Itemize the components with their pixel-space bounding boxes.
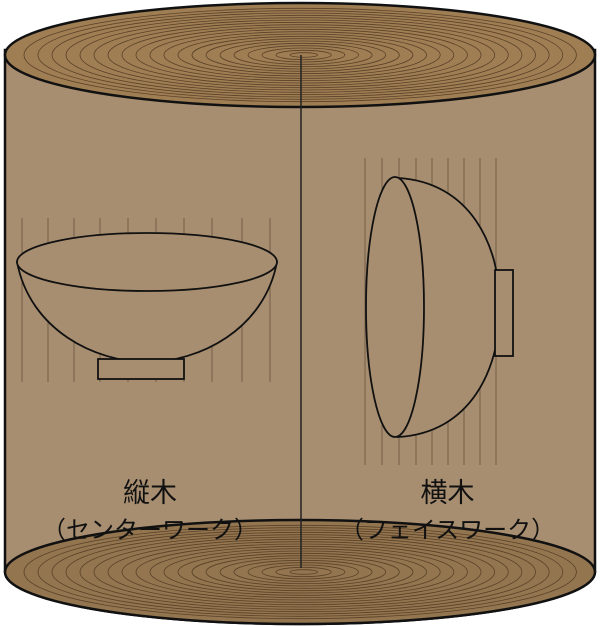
left-bowl-rim — [16, 232, 278, 292]
label-face-work: 横木 （フェイスワーク） — [305, 478, 590, 545]
annual-ring — [163, 31, 441, 79]
annual-ring — [191, 35, 414, 75]
label-left-sub: （センターワーク） — [42, 516, 258, 545]
right-bowl-rim — [365, 176, 425, 438]
annual-ring — [219, 557, 387, 587]
annual-ring — [191, 552, 414, 592]
annual-ring — [205, 555, 400, 589]
annual-ring — [177, 33, 427, 77]
annual-ring — [275, 49, 332, 61]
left-bowl — [15, 232, 279, 380]
annual-ring — [289, 52, 319, 58]
right-bowl-foot — [494, 269, 514, 357]
label-right-sub: （フェイスワーク） — [339, 516, 556, 545]
annual-ring — [205, 38, 400, 72]
annual-ring — [275, 566, 332, 578]
annual-ring — [247, 45, 359, 65]
right-bowl — [365, 176, 514, 438]
top-face — [3, 1, 597, 109]
annual-ring — [289, 569, 319, 575]
annual-ring — [233, 42, 373, 68]
annual-ring — [261, 47, 346, 63]
annual-ring — [219, 40, 387, 70]
label-right-main: 横木 — [420, 478, 475, 509]
left-bowl-foot — [97, 358, 185, 380]
annual-ring — [177, 550, 427, 594]
annual-ring — [23, 524, 577, 620]
label-center-work: 縦木 （センターワーク） — [10, 478, 290, 545]
annual-ring — [261, 564, 346, 580]
annual-ring — [247, 562, 359, 582]
bottom-face-ellipse — [3, 518, 597, 626]
annual-ring — [149, 545, 455, 599]
label-left-main: 縦木 — [123, 478, 177, 509]
annual-ring — [23, 7, 577, 103]
annual-ring — [149, 28, 455, 82]
annual-ring — [233, 559, 373, 585]
top-face-ellipse — [3, 1, 597, 109]
annual-ring — [163, 548, 441, 596]
bottom-face — [3, 518, 597, 626]
